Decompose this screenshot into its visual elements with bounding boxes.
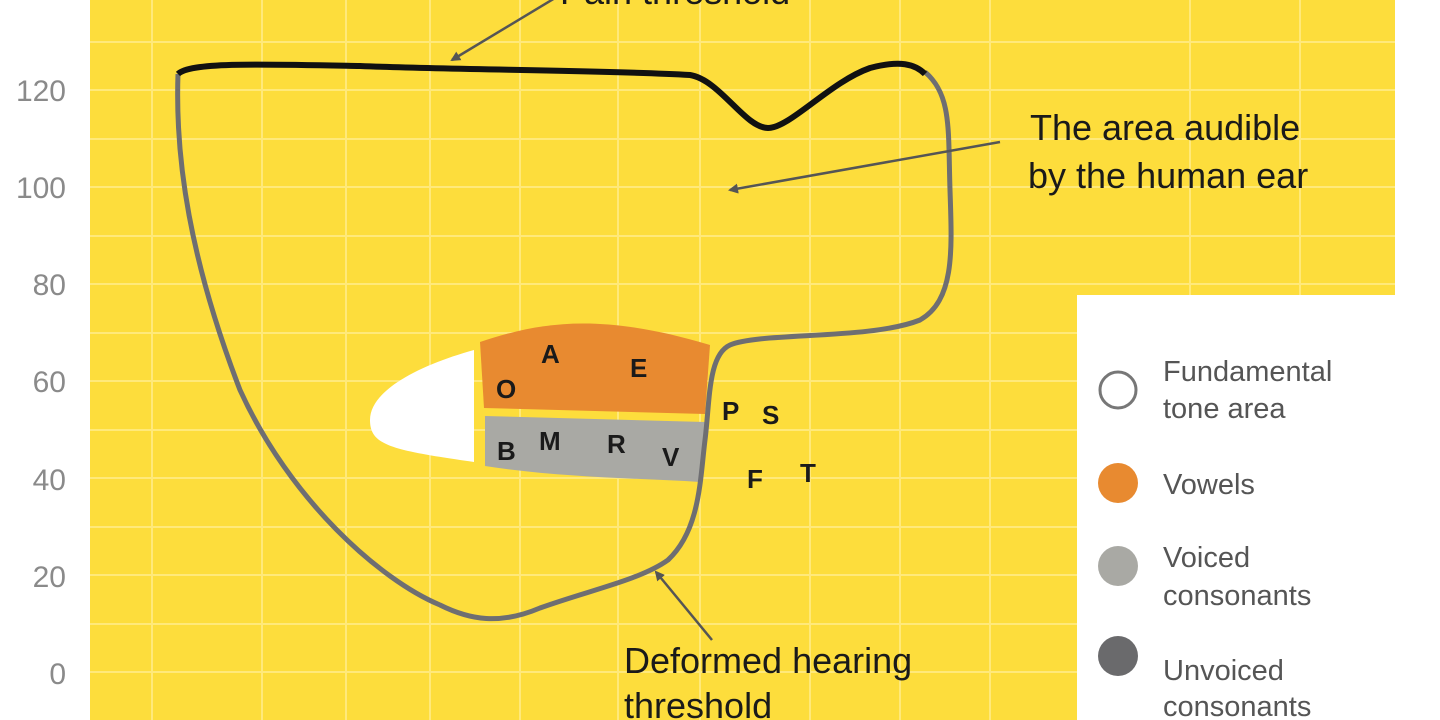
vowel-letter: E: [630, 353, 647, 383]
audible-area-label: by the human ear: [1028, 155, 1308, 196]
y-tick: 20: [33, 561, 66, 594]
legend-label: consonants: [1163, 691, 1311, 720]
voiced-consonants-area: [485, 416, 705, 482]
voiced-letter: M: [539, 426, 561, 456]
audible-area-label: The area audible: [1030, 107, 1300, 148]
y-tick: 40: [33, 464, 66, 497]
legend-label: Unvoiced: [1163, 655, 1284, 687]
pain-threshold-label: Pain threshold: [560, 0, 790, 12]
unvoiced-letter: F: [747, 464, 763, 494]
deformed-threshold-label: threshold: [624, 685, 772, 720]
y-tick: 80: [33, 269, 66, 302]
legend-swatch-voiced: [1098, 546, 1138, 586]
legend-swatch-fundamental: [1098, 370, 1138, 410]
area-arrow: [728, 140, 1001, 194]
voiced-letter: R: [607, 429, 626, 459]
y-tick: 0: [49, 658, 66, 691]
vowel-letter: A: [541, 339, 560, 369]
unvoiced-letter: S: [762, 400, 779, 430]
legend-label: consonants: [1163, 580, 1311, 612]
hearing-threshold-curve: [175, 70, 954, 622]
vowels-area: [480, 323, 710, 414]
legend: Fundamental tone area Vowels Voiced cons…: [1098, 356, 1332, 720]
legend-swatch-vowels: [1098, 463, 1138, 503]
plot-background: [90, 0, 1395, 720]
voiced-letter: V: [662, 442, 680, 472]
y-tick: 100: [16, 172, 66, 205]
legend-label: Vowels: [1163, 469, 1255, 501]
pain-threshold-curve: [175, 60, 928, 132]
deformed-threshold-label: Deformed hearing: [624, 640, 912, 681]
fundamental-tone-area: [370, 350, 474, 462]
y-tick: 120: [16, 75, 66, 108]
vowel-letter: O: [496, 374, 516, 404]
pain-arrow: [450, 0, 555, 62]
voiced-letter: B: [497, 436, 516, 466]
legend-label: Fundamental: [1163, 356, 1332, 388]
grid: [90, 0, 1395, 720]
unvoiced-letter: T: [800, 458, 816, 488]
legend-swatch-unvoiced: [1098, 636, 1138, 676]
y-tick: 60: [33, 366, 66, 399]
legend-label: Voiced: [1163, 542, 1250, 574]
deformed-arrow: [654, 570, 713, 641]
legend-label: tone area: [1163, 393, 1286, 425]
unvoiced-letter: P: [722, 396, 739, 426]
